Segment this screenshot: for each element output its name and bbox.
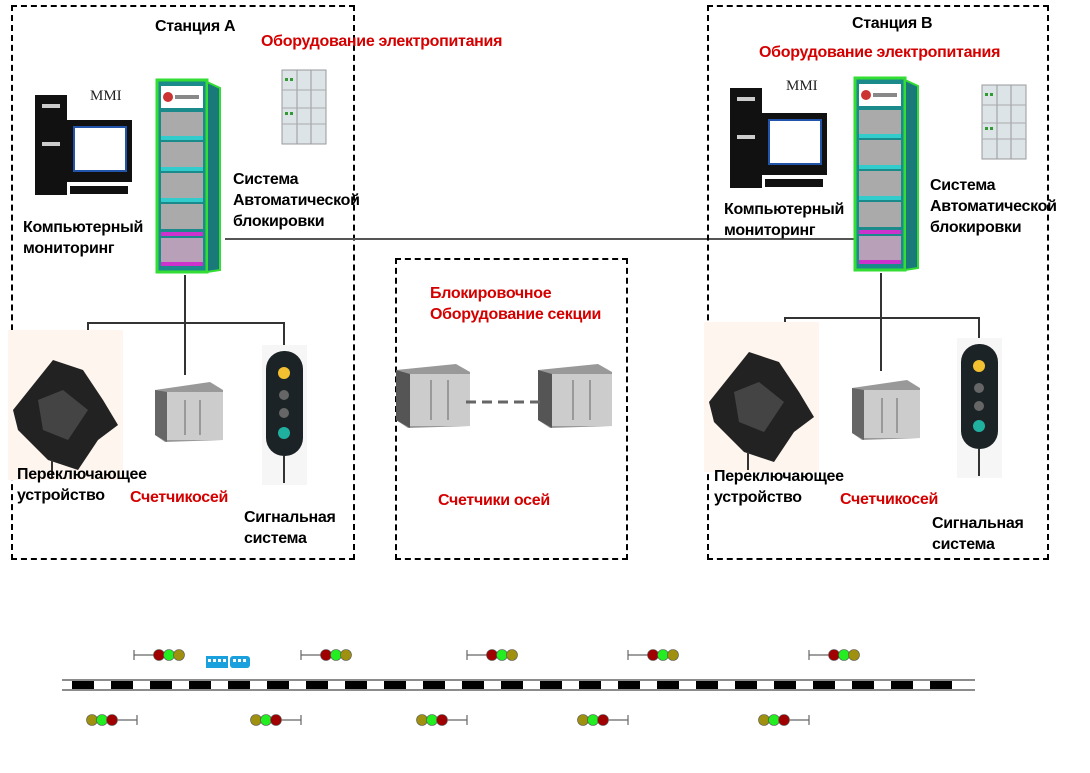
station-a-axle-label: Счетчикосей — [130, 489, 228, 506]
train-icon — [206, 656, 250, 668]
sleeper — [774, 681, 796, 689]
sleeper — [501, 681, 523, 689]
computer-icon — [730, 88, 827, 188]
track-signal-icon — [627, 649, 679, 661]
power-cabinet-icon — [981, 84, 1027, 160]
station-b-signal-link — [978, 317, 980, 347]
signal-light-icon — [957, 338, 1002, 478]
switch-device-icon — [704, 322, 819, 472]
track-signal-icon — [466, 649, 518, 661]
sleeper — [891, 681, 913, 689]
station-a-frame — [11, 5, 355, 560]
sleeper — [267, 681, 289, 689]
sleeper — [696, 681, 718, 689]
section-title: Блокировочное Оборудование секции — [430, 285, 602, 323]
station-a-power-label: Оборудование электропитания — [261, 33, 503, 50]
sleeper — [306, 681, 328, 689]
station-b-mmi-label: MMI — [786, 78, 818, 94]
section-axle-label: Счетчики осей — [438, 492, 550, 509]
station-a-vertical-link — [184, 275, 186, 375]
station-b-vertical-link — [880, 273, 882, 371]
railway-track — [62, 649, 975, 726]
signal-light-icon — [262, 345, 307, 485]
station-b-title: Станция В — [852, 15, 933, 32]
sleeper — [579, 681, 601, 689]
track-signal-icon — [808, 649, 860, 661]
sleeper — [150, 681, 172, 689]
sleeper — [462, 681, 484, 689]
sleeper — [657, 681, 679, 689]
track-signal-icon — [133, 649, 185, 661]
sleeper — [384, 681, 406, 689]
sleeper — [852, 681, 874, 689]
station-a-switch-label: Переключающее устройство — [17, 466, 147, 504]
section-axle-counter-icon — [396, 364, 470, 428]
sleeper — [618, 681, 640, 689]
sleeper — [813, 681, 835, 689]
sleeper — [735, 681, 757, 689]
station-a-signal-link — [283, 322, 285, 352]
station-b-switch-label: Переключающее устройство — [714, 468, 844, 506]
sleeper — [189, 681, 211, 689]
station-b-autoblock-label: Система Автоматической блокировки — [930, 177, 1057, 236]
station-b-frame — [707, 5, 1049, 560]
station-b-monitoring-label: Компьютерный мониторинг — [724, 201, 845, 239]
section-axle-counter-icon — [538, 364, 612, 428]
station-a-monitoring-label: Компьютерный мониторинг — [23, 219, 144, 257]
sleeper — [540, 681, 562, 689]
track-signal-icon — [758, 714, 810, 726]
station-b-power-label: Оборудование электропитания — [759, 44, 1001, 61]
track-signal-icon — [416, 714, 468, 726]
sleeper — [228, 681, 250, 689]
axle-counter-icon — [852, 380, 920, 440]
computer-icon — [35, 95, 132, 195]
station-a-mmi-label: MMI — [90, 88, 122, 104]
sleeper — [930, 681, 952, 689]
station-b-bus — [784, 317, 979, 319]
station-b-signal-label: Сигнальная система — [932, 515, 1024, 553]
axle-counter-icon — [155, 382, 223, 442]
station-a-title: Станция А — [155, 18, 236, 35]
power-cabinet-icon — [281, 69, 327, 145]
switch-device-icon — [8, 330, 123, 480]
sleeper — [345, 681, 367, 689]
track-signal-icon — [86, 714, 138, 726]
track-signal-icon — [300, 649, 352, 661]
auto-block-rack-icon — [853, 76, 919, 272]
track-signal-icon — [577, 714, 629, 726]
track-signal-icon — [250, 714, 302, 726]
station-a-bus — [87, 322, 284, 324]
station-a-signal-label: Сигнальная система — [244, 509, 336, 547]
station-b-axle-label: Счетчикосей — [840, 491, 938, 508]
sleeper — [111, 681, 133, 689]
inter-station-link — [225, 238, 855, 240]
section-dashed-link — [466, 400, 542, 404]
sleeper — [72, 681, 94, 689]
auto-block-rack-icon — [155, 78, 221, 274]
station-a-autoblock-label: Система Автоматической блокировки — [233, 171, 360, 230]
sleeper — [423, 681, 445, 689]
